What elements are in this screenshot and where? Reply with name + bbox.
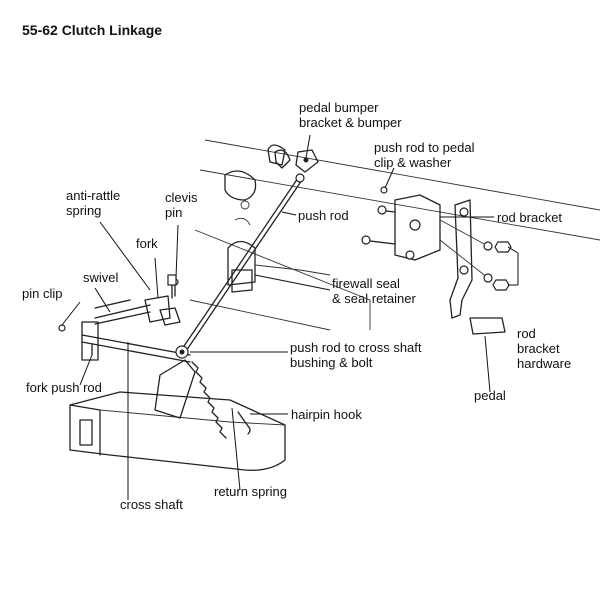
label-return-spring: return spring: [214, 484, 287, 499]
label-fork: fork: [136, 236, 158, 251]
label-push-rod: push rod: [298, 208, 349, 223]
label-clevis-pin: clevis pin: [165, 190, 198, 220]
label-rod-bracket: rod bracket: [497, 210, 563, 225]
clevis-pin-drawing: [167, 274, 177, 299]
label-firewall-seal: firewall seal & seal retainer: [332, 276, 416, 306]
pedal-bumper-bracket-drawing: [274, 149, 319, 173]
frame-rail-drawing: [69, 391, 286, 471]
label-rod-bracket-hardware: rod bracket hardware: [517, 326, 572, 371]
diagram-title: 55-62 Clutch Linkage: [22, 22, 163, 38]
fork-swivel-drawing: [58, 278, 181, 356]
label-anti-rattle-spring: anti-rattle spring: [66, 188, 121, 218]
label-hairpin-hook: hairpin hook: [291, 407, 362, 422]
label-pedal-bumper: pedal bumper bracket & bumper: [299, 100, 402, 130]
firewall-drawing: [189, 139, 600, 331]
pedal-assembly-drawing: [394, 194, 506, 335]
label-fork-push-rod: fork push rod: [26, 380, 102, 395]
label-pin-clip: pin clip: [22, 286, 63, 301]
push-rod-drawing: [179, 173, 305, 355]
label-pedal: pedal: [474, 388, 506, 403]
bracket-bolts-drawing: [361, 186, 396, 245]
label-cross-shaft: cross shaft: [120, 497, 183, 512]
firewall-seal-drawing: [227, 240, 331, 293]
label-push-rod-to-cross-shaft: push rod to cross shaft bushing & bolt: [290, 340, 422, 370]
label-push-rod-to-pedal: push rod to pedal clip & washer: [374, 140, 475, 170]
cross-shaft-drawing: [81, 321, 196, 419]
leader-lines: [61, 134, 519, 500]
return-spring-drawing: [191, 361, 251, 439]
rod-bracket-hardware-drawing: [483, 241, 512, 291]
label-swivel: swivel: [83, 270, 119, 285]
